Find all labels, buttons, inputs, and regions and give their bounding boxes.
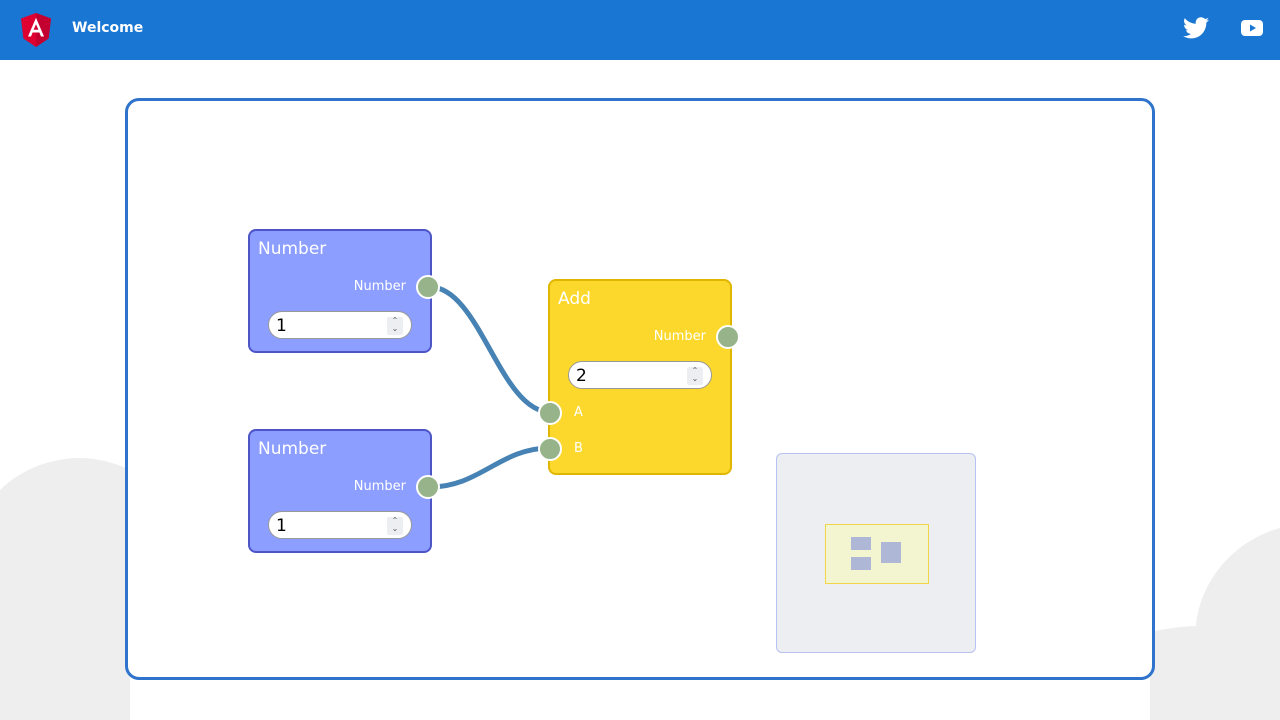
youtube-icon[interactable] [1241, 19, 1263, 37]
number-input-value: 1 [276, 316, 287, 336]
output-socket[interactable] [416, 475, 440, 499]
output-socket[interactable] [416, 275, 440, 299]
node-title: Number [258, 439, 327, 459]
spinner-arrows-icon: ⌃⌄ [687, 367, 703, 385]
number-input[interactable]: 1 ⌃⌄ [268, 311, 412, 339]
output-label: Number [353, 479, 406, 494]
input-socket-b[interactable] [538, 437, 562, 461]
spinner-arrows-icon[interactable]: ⌃⌄ [387, 517, 403, 535]
top-toolbar: Welcome [0, 0, 1280, 60]
number-input-value: 1 [276, 516, 287, 536]
angular-logo-icon[interactable] [21, 13, 51, 47]
node-title: Add [558, 289, 591, 309]
background-clouds [0, 458, 1280, 720]
result-value: 2 [576, 366, 587, 386]
connection-b[interactable] [429, 445, 551, 490]
app-title: Welcome [72, 20, 144, 36]
input-socket-a[interactable] [538, 401, 562, 425]
node-editor-canvas[interactable]: Number Number 1 ⌃⌄ Number Number 1 ⌃⌄ Ad… [125, 98, 1155, 680]
minimap-node [851, 537, 871, 550]
twitter-icon[interactable] [1183, 16, 1209, 40]
input-label-a: A [574, 405, 583, 420]
output-socket[interactable] [716, 325, 740, 349]
number-node-2[interactable]: Number Number 1 ⌃⌄ [248, 429, 440, 553]
minimap-node [851, 557, 871, 570]
number-node-1[interactable]: Number Number 1 ⌃⌄ [248, 229, 440, 353]
result-input: 2 ⌃⌄ [568, 361, 712, 389]
input-label-b: B [574, 441, 583, 456]
output-label: Number [353, 279, 406, 294]
connections-layer [429, 284, 551, 490]
output-label: Number [653, 329, 706, 344]
minimap-viewport[interactable] [825, 524, 929, 584]
add-node[interactable]: Add Number 2 ⌃⌄ A B [538, 279, 740, 475]
spinner-arrows-icon[interactable]: ⌃⌄ [387, 317, 403, 335]
minimap-node [881, 542, 901, 563]
connection-a[interactable] [429, 284, 551, 415]
number-input[interactable]: 1 ⌃⌄ [268, 511, 412, 539]
minimap[interactable] [776, 453, 976, 653]
node-title: Number [258, 239, 327, 259]
